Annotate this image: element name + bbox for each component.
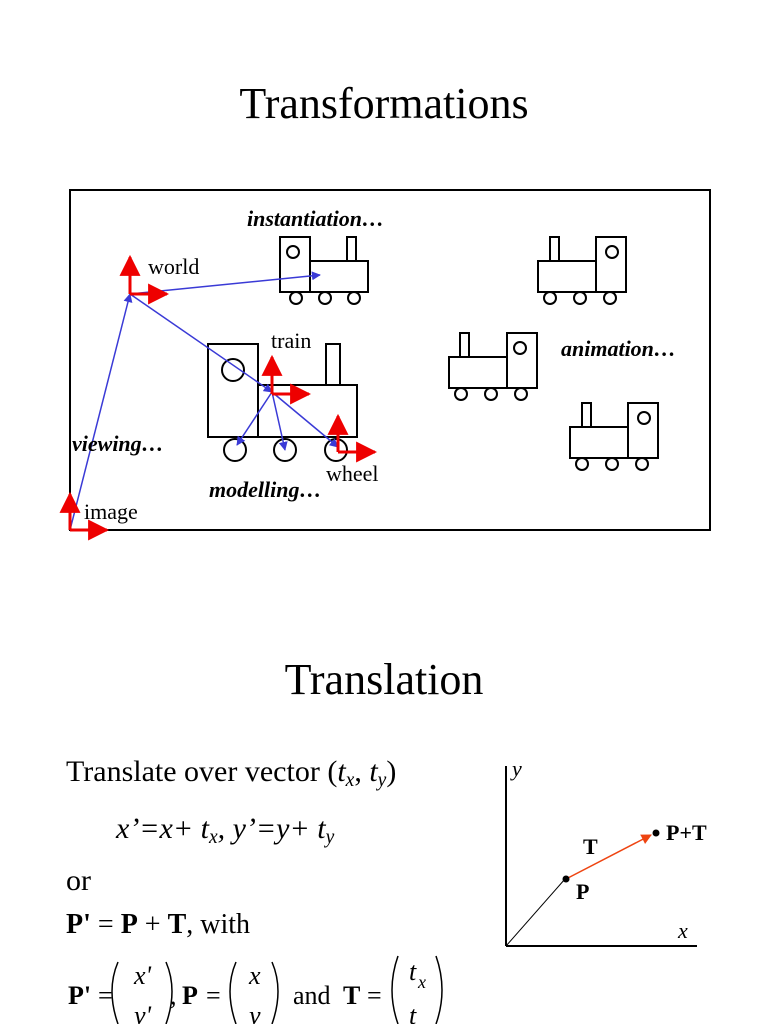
world-axes bbox=[119, 254, 170, 305]
matrix-eq-3: = bbox=[367, 981, 382, 1010]
tx-subscript: x bbox=[345, 769, 355, 791]
equation-x: x’=x+ t bbox=[116, 812, 209, 845]
label-animation: animation… bbox=[561, 336, 676, 361]
matrix-x-prime: x' bbox=[133, 961, 152, 990]
or-text: or bbox=[66, 864, 91, 897]
equation-y: , y’=y+ t bbox=[217, 812, 326, 845]
ty-subscript: y bbox=[377, 769, 387, 791]
train-instance-2 bbox=[537, 236, 627, 305]
matrix-p: P bbox=[182, 981, 198, 1010]
vector-plus: + bbox=[137, 909, 168, 940]
point-p bbox=[562, 875, 570, 883]
matrix-y: y bbox=[246, 1001, 261, 1024]
equation-x-subscript: x bbox=[208, 826, 218, 848]
paren-left-2 bbox=[229, 961, 237, 1024]
slide-title-translation: Translation bbox=[284, 655, 484, 704]
matrix-ty: t bbox=[409, 1001, 417, 1024]
label-instantiation: instantiation… bbox=[247, 206, 384, 231]
label-wheel: wheel bbox=[326, 461, 379, 486]
plot-y-label: y bbox=[510, 756, 522, 781]
paren-right-3 bbox=[435, 955, 443, 1024]
matrix-x: x bbox=[248, 961, 261, 990]
translate-comma: , bbox=[354, 755, 362, 788]
matrix-and: and bbox=[293, 981, 331, 1010]
image-axes bbox=[59, 491, 110, 541]
paren-left-1 bbox=[111, 961, 119, 1024]
t-vector-arrow bbox=[565, 834, 652, 880]
matrix-eq-2: = bbox=[206, 981, 221, 1010]
transformations-diagram: instantiation… world train animation… vi… bbox=[59, 189, 711, 541]
translate-equations: x’=x+ tx, y’=y+ ty bbox=[116, 812, 335, 848]
plot-pt-label: P+T bbox=[666, 820, 707, 845]
ty-symbol: t bbox=[369, 755, 378, 788]
wheel-axes bbox=[327, 413, 378, 463]
train-instance-4 bbox=[569, 402, 659, 471]
paren-right-2 bbox=[271, 961, 279, 1024]
label-modelling: modelling… bbox=[209, 477, 321, 502]
diagram-frame bbox=[69, 189, 711, 531]
train-instance-1 bbox=[279, 236, 369, 305]
paren-left-3 bbox=[391, 955, 399, 1024]
vector-t: T bbox=[167, 909, 187, 940]
translate-prefix: Translate over vector ( bbox=[66, 755, 338, 788]
matrix-eq-1: = bbox=[98, 981, 113, 1010]
plot-t-label: T bbox=[583, 834, 598, 859]
label-world: world bbox=[148, 254, 199, 279]
equation-y-subscript: y bbox=[325, 826, 335, 848]
matrix-t: T bbox=[343, 981, 360, 1010]
slide-title-transformations: Transformations bbox=[239, 79, 529, 128]
matrix-y-prime: y' bbox=[131, 1001, 152, 1024]
vector-equation: P' = P + T, with bbox=[66, 911, 250, 939]
vector-p: P bbox=[120, 909, 138, 940]
vector-equals: = bbox=[90, 909, 121, 940]
label-viewing: viewing… bbox=[72, 431, 164, 456]
matrix-comma: , bbox=[170, 981, 177, 1010]
paren-right-1 bbox=[165, 961, 173, 1024]
point-p-plus-t bbox=[652, 829, 660, 837]
vector-p-prime: P' bbox=[66, 909, 91, 940]
translate-sentence: Translate over vector (tx, ty) bbox=[66, 755, 397, 791]
matrix-tx-sub: x bbox=[417, 972, 426, 992]
origin-to-p-line bbox=[505, 878, 566, 947]
vector-with: , with bbox=[186, 909, 251, 940]
plot-x-label: x bbox=[677, 918, 688, 943]
train-instance-3 bbox=[448, 332, 538, 401]
translate-close: ) bbox=[386, 755, 397, 788]
label-train: train bbox=[271, 328, 311, 353]
matrix-p-prime: P' bbox=[68, 981, 91, 1010]
tx-symbol: t bbox=[337, 755, 346, 788]
label-image: image bbox=[84, 499, 138, 524]
matrix-tx: t bbox=[409, 957, 417, 986]
plot-p-label: P bbox=[576, 879, 589, 904]
train-axes bbox=[261, 354, 312, 405]
